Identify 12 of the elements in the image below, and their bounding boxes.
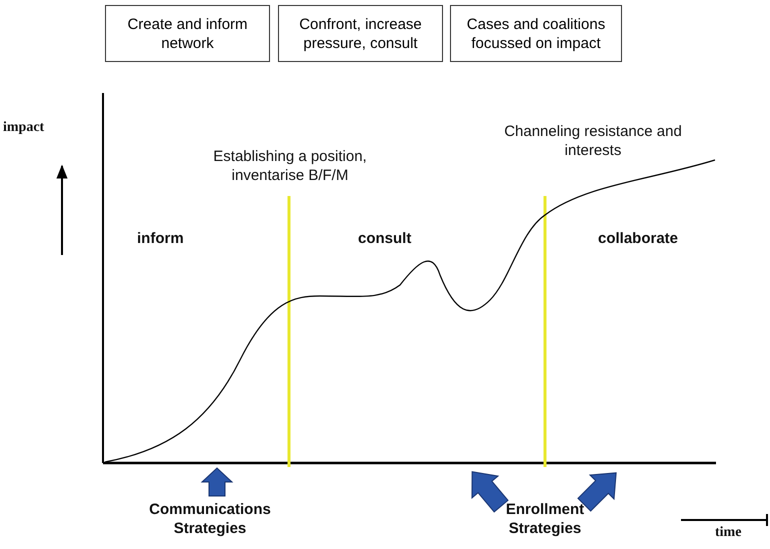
phase-note: Channeling resistance and interests bbox=[503, 122, 683, 160]
axis-label: impact bbox=[3, 119, 46, 137]
text-box: Cases and coalitions focussed on impact bbox=[450, 5, 622, 62]
text-box: Create and inform network bbox=[105, 5, 270, 62]
strategy-label: Enrollment Strategies bbox=[504, 500, 586, 538]
phase-note: Establishing a position, inventarise B/F/M bbox=[212, 147, 368, 185]
phase-label: inform bbox=[137, 229, 185, 248]
phase-label: collaborate bbox=[598, 229, 680, 248]
phase-label: consult bbox=[358, 229, 412, 248]
axis-label: time bbox=[715, 524, 742, 542]
text-box: Confront, increase pressure, consult bbox=[278, 5, 443, 62]
strategy-label: Communications Strategies bbox=[148, 500, 272, 538]
